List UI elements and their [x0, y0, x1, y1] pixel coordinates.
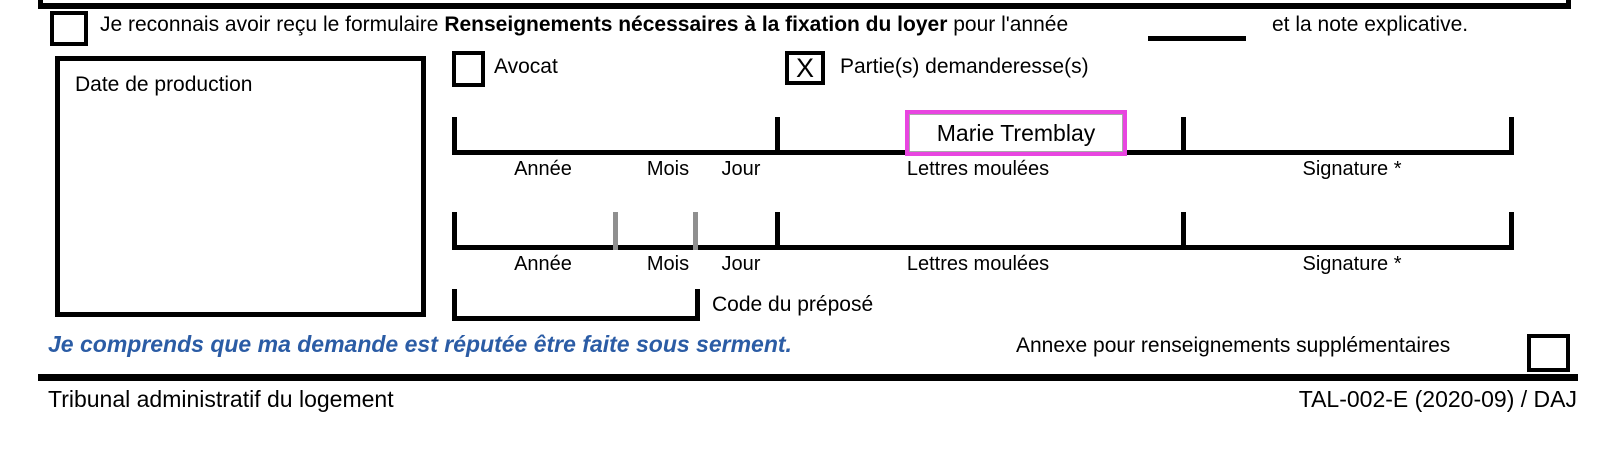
- avocat-label: Avocat: [494, 55, 558, 78]
- lettres-moulees-field-row1[interactable]: Marie Tremblay: [905, 110, 1127, 156]
- previous-section-bottom-border: [38, 0, 1571, 9]
- partie-demanderesse-label: Partie(s) demanderesse(s): [840, 55, 1089, 78]
- lettres-moulees-value-row1: Marie Tremblay: [909, 114, 1123, 152]
- annee-blank-field[interactable]: [1148, 36, 1246, 41]
- row2-lettres-moulees-label: Lettres moulées: [906, 253, 1050, 275]
- row1-tick-start: [452, 117, 457, 155]
- annexe-checkbox[interactable]: [1527, 334, 1570, 372]
- row1-tick-lettres-end: [1181, 117, 1186, 155]
- signature-row2-baseline: [452, 245, 1514, 250]
- row2-signature-label: Signature *: [1302, 253, 1402, 275]
- date-de-production-label: Date de production: [75, 73, 253, 96]
- acknowledgement-prefix: Je reconnais avoir reçu le formulaire: [100, 13, 445, 36]
- row2-tick-date-end: [775, 212, 780, 250]
- row2-tick-end: [1509, 212, 1514, 250]
- avocat-checkbox[interactable]: [452, 51, 485, 87]
- note-explicative-text: et la note explicative.: [1272, 13, 1469, 36]
- acknowledgement-text: Je reconnais avoir reçu le formulaire Re…: [100, 13, 1068, 37]
- row1-mois-label: Mois: [646, 158, 690, 180]
- row2-mois-label: Mois: [646, 253, 690, 275]
- acknowledgement-checkbox[interactable]: [50, 11, 88, 46]
- row1-jour-label: Jour: [721, 158, 761, 180]
- annexe-label: Annexe pour renseignements supplémentair…: [1016, 334, 1451, 357]
- acknowledgement-form-name: Renseignements nécessaires à la fixation…: [444, 13, 948, 36]
- row2-tick-lettres-end: [1181, 212, 1186, 250]
- date-de-production-box[interactable]: Date de production: [55, 56, 426, 317]
- row2-tick-annee-mois: [613, 212, 618, 250]
- row1-tick-end: [1509, 117, 1514, 155]
- partie-demanderesse-checkbox[interactable]: X: [785, 51, 825, 85]
- row1-tick-date-end: [775, 117, 780, 155]
- oath-statement: Je comprends que ma demande est réputée …: [48, 331, 792, 357]
- acknowledgement-middle: pour l'année: [947, 13, 1069, 36]
- tribunal-name: Tribunal administratif du logement: [48, 386, 394, 412]
- code-du-prepose-field[interactable]: [452, 289, 700, 321]
- footer-rule: [38, 374, 1578, 381]
- code-du-prepose-label: Code du préposé: [712, 293, 874, 316]
- row2-tick-mois-jour: [693, 212, 698, 250]
- row2-jour-label: Jour: [721, 253, 761, 275]
- row1-annee-label: Année: [514, 158, 572, 180]
- row2-annee-label: Année: [514, 253, 572, 275]
- row1-signature-label: Signature *: [1302, 158, 1402, 180]
- row1-lettres-moulees-label: Lettres moulées: [906, 158, 1050, 180]
- row2-tick-start: [452, 212, 457, 250]
- form-reference-number: TAL-002-E (2020-09) / DAJ: [1298, 386, 1577, 412]
